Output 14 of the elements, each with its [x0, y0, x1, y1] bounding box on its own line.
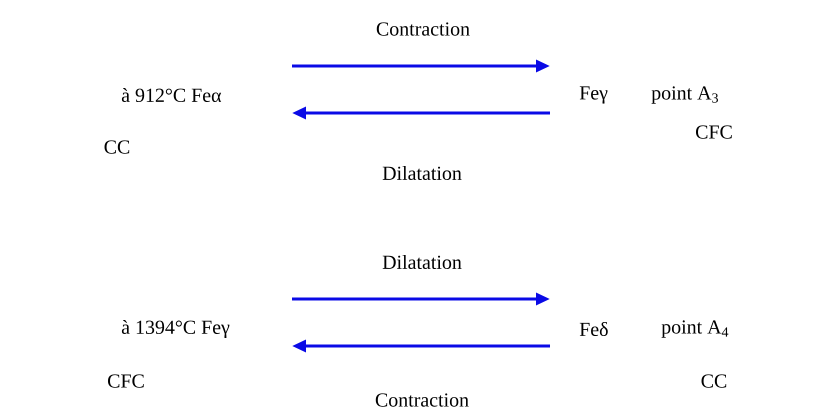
phase-label: à 1394°C Feγ [122, 320, 230, 338]
phase-label: Feγ [580, 86, 608, 104]
edge-label: Contraction [376, 22, 470, 36]
structure-label: CC [104, 140, 130, 154]
structure-label: CFC [108, 374, 144, 388]
phase-label: Feδ [580, 322, 608, 336]
structure-label: CFC [696, 125, 732, 139]
edge-label: Dilatation [382, 255, 462, 269]
phase-label: à 912°C Feα [122, 88, 222, 102]
edge-label: Dilatation [382, 166, 462, 180]
structure-label: point A$_{4}$ [662, 320, 728, 338]
edge-label: Contraction [376, 393, 469, 407]
structure-label: point A$_{3}$ [652, 86, 718, 104]
structure-label: CC [702, 374, 726, 388]
